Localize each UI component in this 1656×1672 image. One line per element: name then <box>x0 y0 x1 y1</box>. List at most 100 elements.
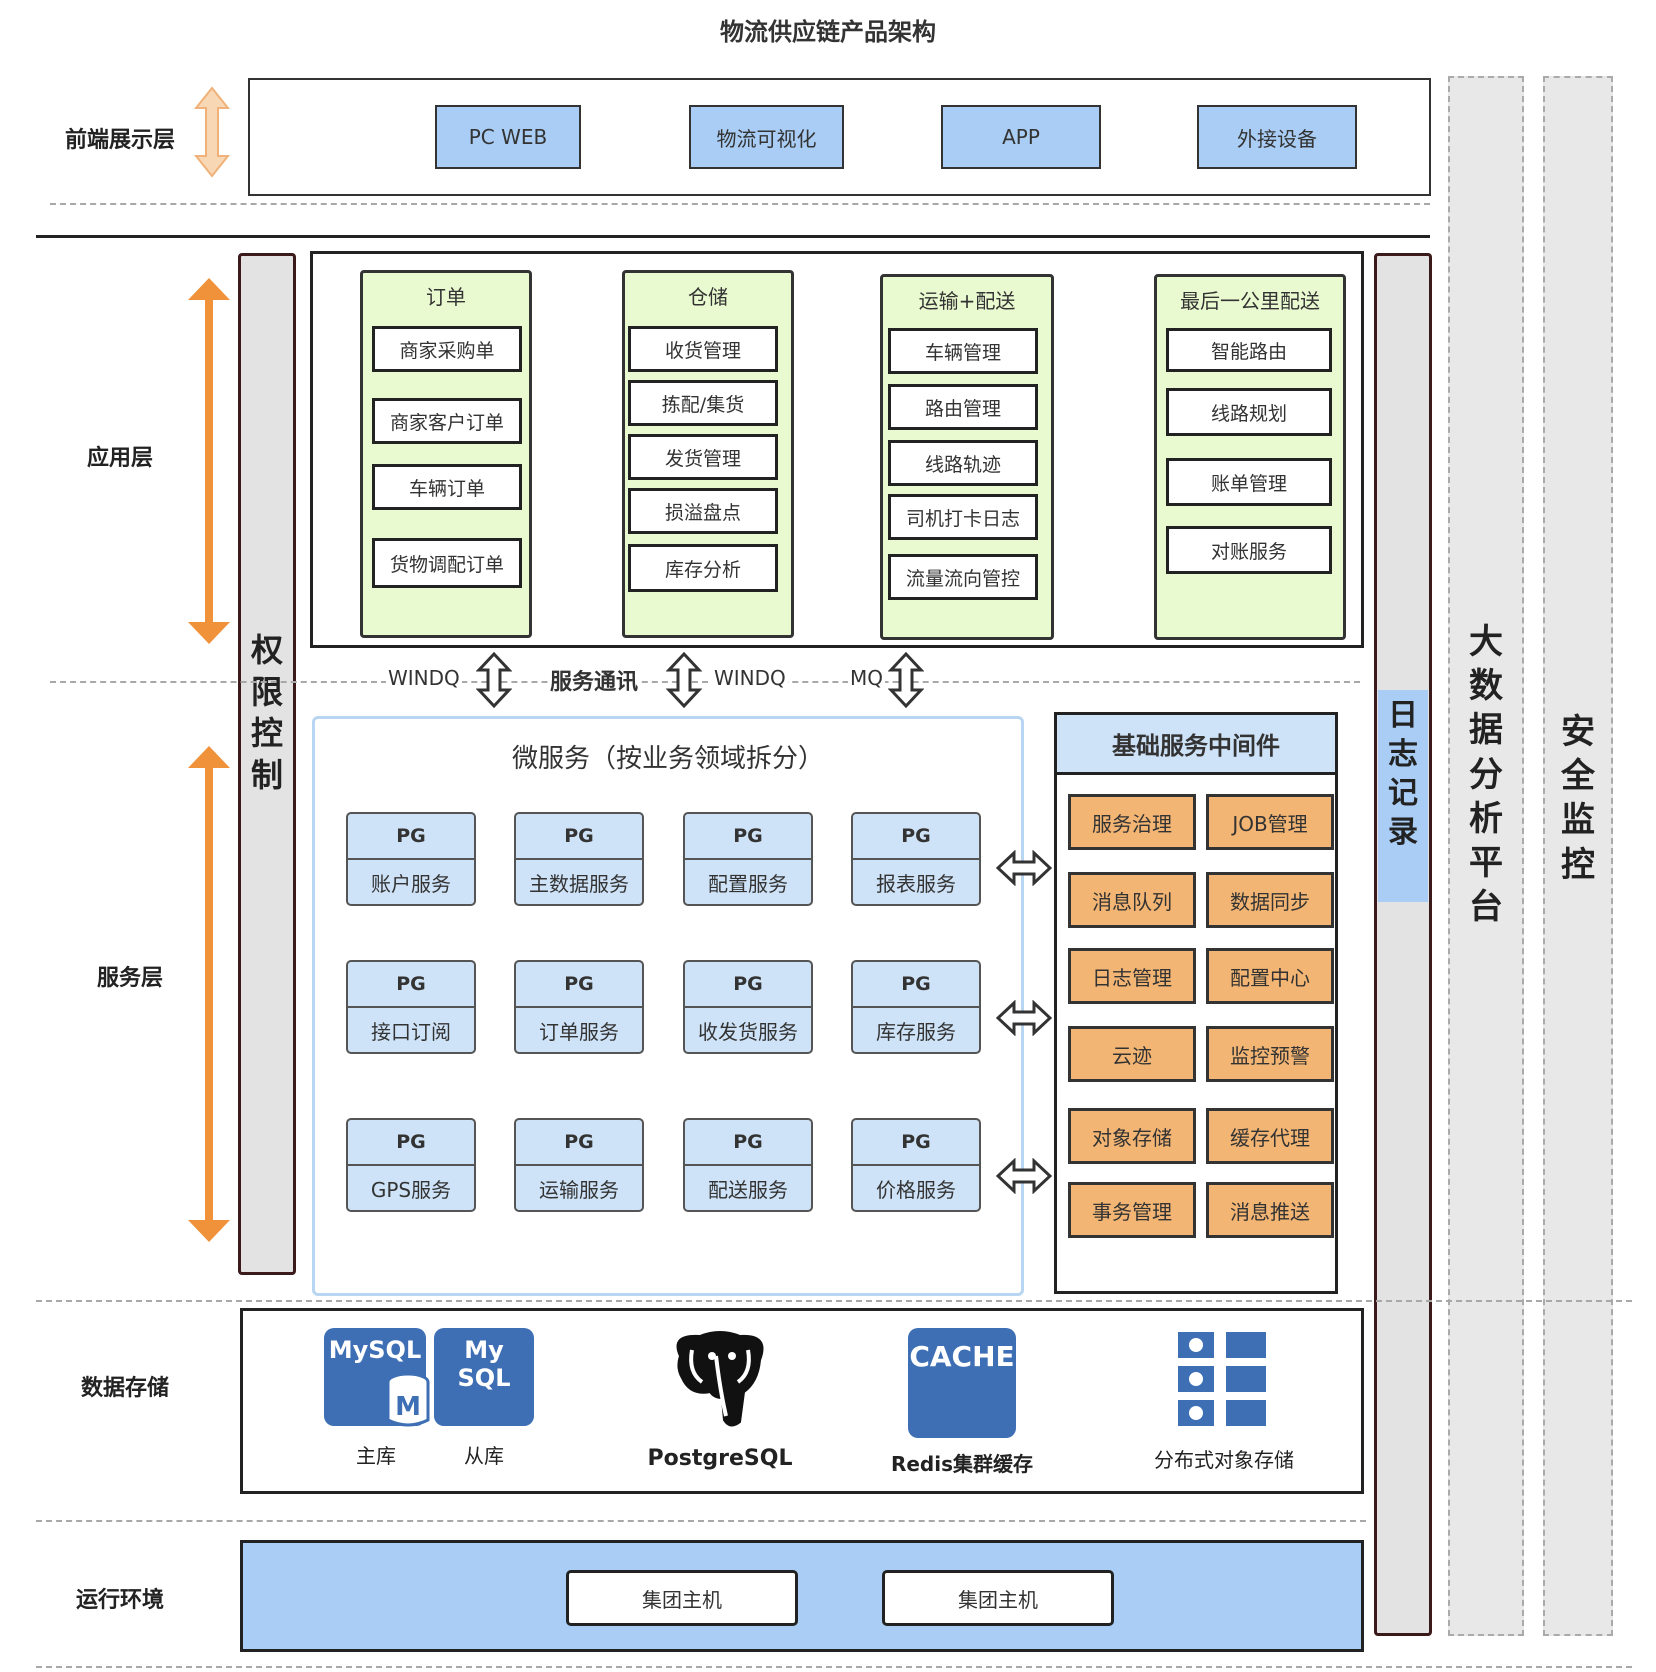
layer-label-service: 服务层 <box>96 966 163 991</box>
app-item[interactable]: 商家客户订单 <box>372 398 522 444</box>
middleware-title: 基础服务中间件 <box>1057 715 1335 775</box>
redis-label: Redis集群缓存 <box>890 1452 1034 1476</box>
database-icon <box>386 1372 430 1427</box>
label-char: 全 <box>1561 756 1595 797</box>
microservice-name: 报表服务 <box>876 871 956 896</box>
app-item[interactable]: 损溢盘点 <box>628 488 778 534</box>
pg-tag: PG <box>853 962 979 1008</box>
app-item[interactable]: 线路规划 <box>1166 388 1332 436</box>
label-char: 限 <box>250 672 283 711</box>
label-char: 大 <box>1469 622 1503 662</box>
permission-label: 权限控制 <box>238 630 296 796</box>
app-module-title: 仓储 <box>688 285 728 309</box>
double-arrow-icon <box>188 278 230 644</box>
middleware-item[interactable]: 消息队列 <box>1068 872 1196 928</box>
cache-logo: CACHE <box>908 1328 1016 1438</box>
microservice-name: 配送服务 <box>708 1177 788 1202</box>
app-item[interactable]: 发货管理 <box>628 434 778 480</box>
frontend-pc-web[interactable]: PC WEB <box>435 105 581 169</box>
app-item[interactable]: 收货管理 <box>628 326 778 372</box>
horizontal-double-arrow-icon <box>996 1000 1052 1036</box>
middleware-item[interactable]: JOB管理 <box>1206 794 1334 850</box>
pg-tag: PG <box>516 962 642 1008</box>
middleware-item[interactable]: 云迹 <box>1068 1026 1196 1082</box>
label-char: 平 <box>1469 842 1503 883</box>
microservice-name: 账户服务 <box>371 871 451 896</box>
middleware-item[interactable]: 缓存代理 <box>1206 1108 1334 1164</box>
app-item[interactable]: 库存分析 <box>628 544 778 592</box>
label-char: 录 <box>1388 815 1418 850</box>
middleware-item[interactable]: 消息推送 <box>1206 1182 1334 1238</box>
label-char: 日 <box>1388 698 1418 733</box>
master-mark: M <box>395 1392 421 1422</box>
runtime-host-2[interactable]: 集团主机 <box>882 1570 1114 1626</box>
label-char: 记 <box>1388 776 1418 811</box>
app-item[interactable]: 账单管理 <box>1166 458 1332 506</box>
microservice-name: GPS服务 <box>370 1177 452 1202</box>
layer-label-storage: 数据存储 <box>80 1376 169 1401</box>
app-item[interactable]: 车辆订单 <box>372 464 522 510</box>
app-item[interactable]: 流量流向管控 <box>888 554 1038 600</box>
runtime-frame <box>240 1540 1364 1652</box>
middleware-item[interactable]: 日志管理 <box>1068 948 1196 1004</box>
app-item[interactable]: 司机打卡日志 <box>888 494 1038 540</box>
vertical-double-arrow-icon <box>666 652 702 708</box>
runtime-host-1[interactable]: 集团主机 <box>566 1570 798 1626</box>
master-db-label: 主库 <box>356 1444 396 1468</box>
microservice-name: 库存服务 <box>876 1019 956 1044</box>
microservice-title: 微服务（按业务领域拆分） <box>511 744 824 774</box>
app-item[interactable]: 对账服务 <box>1166 526 1332 574</box>
app-item[interactable]: 线路轨迹 <box>888 440 1038 486</box>
app-module-title: 订单 <box>426 285 466 309</box>
postgresql-elephant-icon <box>676 1331 764 1427</box>
middleware-item[interactable]: 事务管理 <box>1068 1182 1196 1238</box>
log-highlight <box>1378 690 1428 902</box>
middleware-item[interactable]: 配置中心 <box>1206 948 1334 1004</box>
pg-tag: PG <box>348 814 474 860</box>
microservice-card[interactable]: PG 账户服务 <box>346 812 476 906</box>
vertical-double-arrow-icon <box>476 652 512 708</box>
divider <box>36 1666 1632 1668</box>
label-char: 数 <box>1469 666 1503 707</box>
double-arrow-icon <box>193 86 231 178</box>
divider <box>36 235 1430 238</box>
app-item[interactable]: 智能路由 <box>1166 328 1332 372</box>
label-char: 据 <box>1469 710 1503 751</box>
frontend-logistics-visual[interactable]: 物流可视化 <box>689 105 844 169</box>
app-item[interactable]: 商家采购单 <box>372 326 522 372</box>
microservice-name: 价格服务 <box>876 1177 956 1202</box>
bigdata-panel <box>1448 76 1524 1636</box>
security-panel <box>1543 76 1613 1636</box>
app-item[interactable]: 货物调配订单 <box>372 538 522 588</box>
app-item[interactable]: 车辆管理 <box>888 328 1038 374</box>
vertical-double-arrow-icon <box>888 652 924 708</box>
divider <box>50 681 1360 683</box>
middleware-item[interactable]: 数据同步 <box>1206 872 1334 928</box>
comm-label-mq: MQ <box>848 666 885 690</box>
middleware-item[interactable]: 对象存储 <box>1068 1108 1196 1164</box>
middleware-item[interactable]: 服务治理 <box>1068 794 1196 850</box>
layer-label-application: 应用层 <box>86 446 153 471</box>
microservice-card[interactable]: PG 库存服务 <box>851 960 981 1054</box>
app-item[interactable]: 拣配/集货 <box>628 380 778 426</box>
frontend-external-device[interactable]: 外接设备 <box>1197 105 1357 169</box>
app-item[interactable]: 路由管理 <box>888 384 1038 430</box>
page-title: 物流供应链产品架构 <box>720 18 936 46</box>
frontend-app[interactable]: APP <box>941 105 1101 169</box>
horizontal-double-arrow-icon <box>996 1158 1052 1194</box>
middleware-item[interactable]: 监控预警 <box>1206 1026 1334 1082</box>
postgresql-label: PostgreSQL <box>647 1446 793 1471</box>
log-label: 日志记录 <box>1378 696 1428 852</box>
label-char: 安 <box>1561 712 1595 752</box>
pg-tag: PG <box>348 962 474 1008</box>
